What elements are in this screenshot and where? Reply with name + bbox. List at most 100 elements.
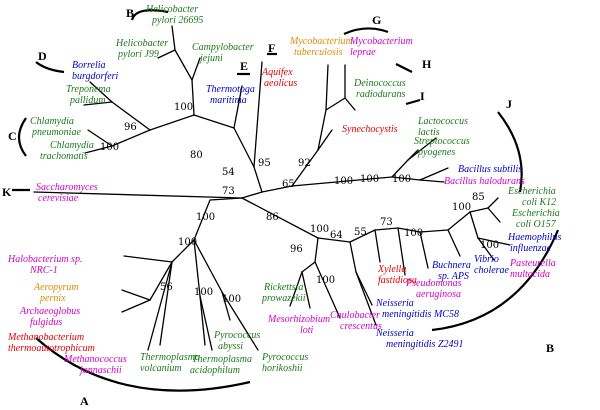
bootstrap-value: 65 [282,179,295,190]
bootstrap-value: 100 [310,224,329,235]
branch [419,167,449,181]
group-bracket-B-top [130,9,169,21]
branch [289,271,303,307]
tree-branches [33,25,511,351]
bootstrap-value: 92 [298,158,311,169]
branch [317,109,327,151]
bootstrap-value: 96 [290,244,303,255]
branch [199,295,213,351]
branch [193,199,211,241]
bootstrap-value: 64 [330,230,343,241]
branch [84,145,113,154]
branch [191,79,195,116]
branch [407,137,437,161]
branch [447,211,471,231]
bootstrap-value: 100 [452,202,471,213]
branch [193,239,223,293]
branch [391,176,421,181]
group-bracket-B [431,229,560,332]
group-bracket-D [35,61,65,74]
branch [487,207,501,223]
bootstrap-value: 100 [392,174,411,185]
group-label-H: H [422,57,432,71]
branch [159,261,173,346]
branch [147,261,173,351]
branch [221,291,231,321]
branch [374,227,399,231]
branch [477,237,511,246]
branch [191,57,201,81]
group-label-F: F [268,41,275,55]
branch [301,261,316,273]
group-label-K: K [2,185,12,199]
branch [397,227,421,233]
bootstrap-value: 56 [160,282,173,293]
branch [291,176,393,187]
bootstrap-value: 100 [194,287,213,298]
branch [477,237,495,261]
group-label-B: B [546,341,554,355]
bootstrap-value: 100 [404,228,423,239]
branch [111,101,151,131]
bootstrap-values: 100 96 100 80 54 95 92 73 65 100 100 100… [100,102,499,305]
branch [301,271,311,309]
branch [83,101,113,106]
bootstrap-value: 100 [334,176,353,187]
group-label-J: J [506,97,512,111]
taxon-label: Halobacterium sp.NRC-1 [7,254,82,276]
branch [199,295,206,346]
branch [233,127,255,168]
branch [233,85,243,129]
bootstrap-value: 85 [472,192,485,203]
branch [325,97,346,111]
group-bracket-J [497,111,523,193]
group-label-E: E [240,59,248,73]
taxon-label: Bacillus subtilis [458,164,522,175]
bootstrap-value: 100 [316,275,335,286]
bootstrap-value: 73 [222,186,235,197]
branch [487,197,499,209]
bootstrap-value: 100 [480,240,499,251]
branch [469,207,489,213]
branch [349,241,357,273]
group-brackets [12,9,560,392]
bootstrap-value: 73 [380,217,393,228]
branch [344,97,356,111]
branch [391,159,409,178]
bootstrap-value: 100 [360,174,379,185]
branch [317,129,333,151]
group-label-D: D [38,49,47,63]
branch [397,227,406,276]
group-label-A: A [80,394,89,408]
bootstrap-value: 96 [124,122,137,133]
branch [87,129,113,147]
bootstrap-value: 100 [178,237,197,248]
branch [419,231,429,269]
taxon-label: Synechocystis [342,124,398,135]
branch [325,64,329,111]
branch [174,49,193,81]
